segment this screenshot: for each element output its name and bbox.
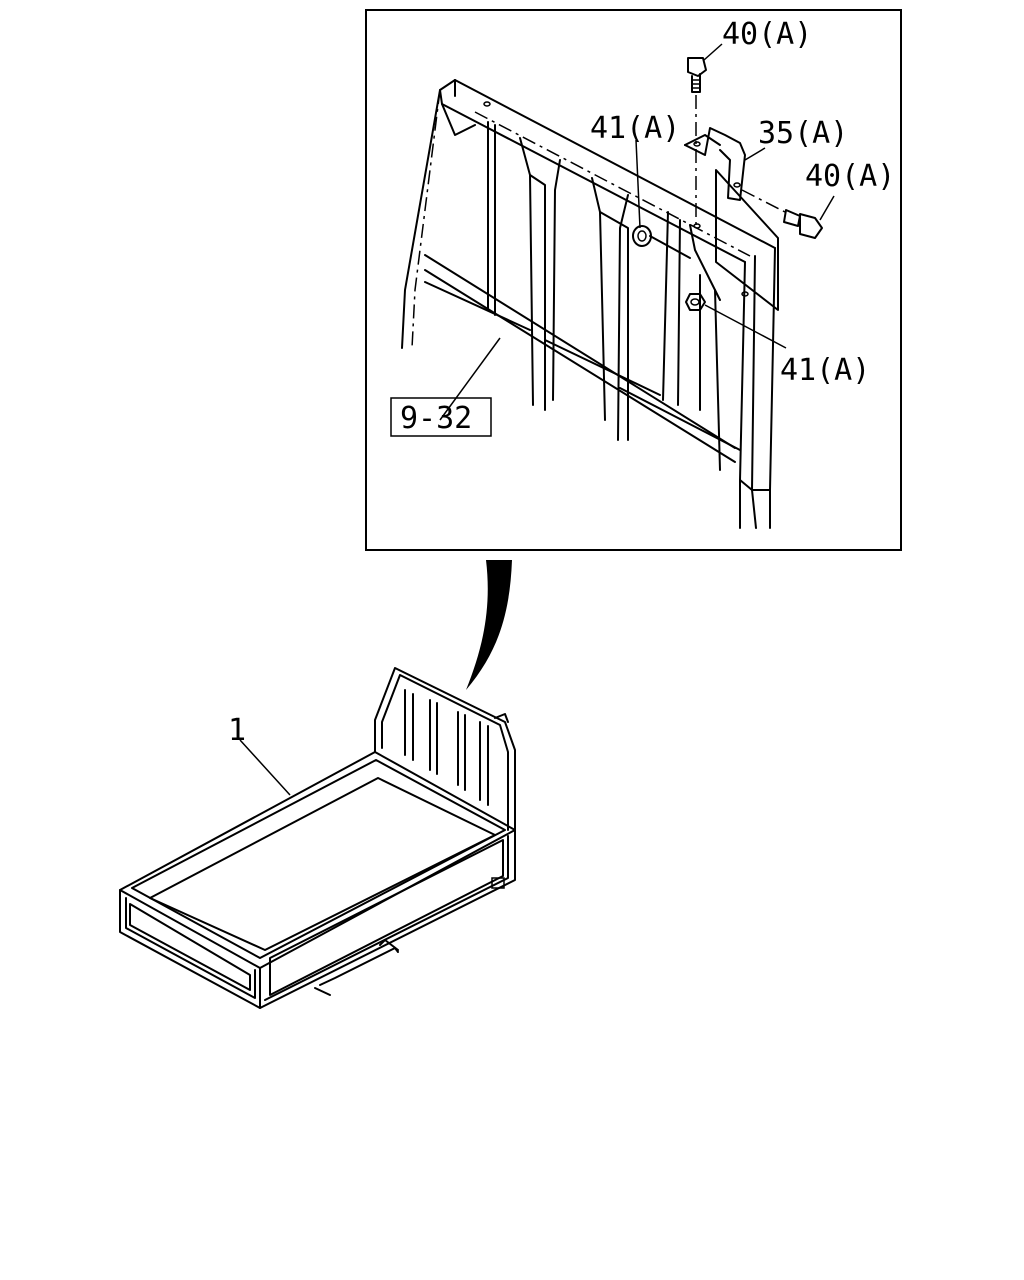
bolt-40a-right <box>741 189 823 239</box>
headboard-frame-detail <box>401 79 776 529</box>
callout-bracket: 35(A) <box>758 116 848 151</box>
callout-bolt-right: 40(A) <box>805 159 895 194</box>
nut-41a-upper <box>632 225 691 259</box>
truck-bed <box>119 667 516 1009</box>
bracket-35a <box>684 127 779 311</box>
callout-nut-lower: 41(A) <box>780 353 870 388</box>
callout-bolt-top: 40(A) <box>722 17 812 52</box>
inset-frame <box>365 9 902 551</box>
nut-41a-lower <box>685 293 706 311</box>
detail-inset <box>365 9 902 551</box>
connector-arrow <box>466 560 512 690</box>
callout-nut-upper: 41(A) <box>590 111 680 146</box>
bolt-40a-top <box>687 57 707 225</box>
callout-truck-bed: 1 <box>228 713 246 748</box>
ref-box <box>390 397 492 437</box>
callout-ref-box: 9-32 <box>400 401 472 436</box>
